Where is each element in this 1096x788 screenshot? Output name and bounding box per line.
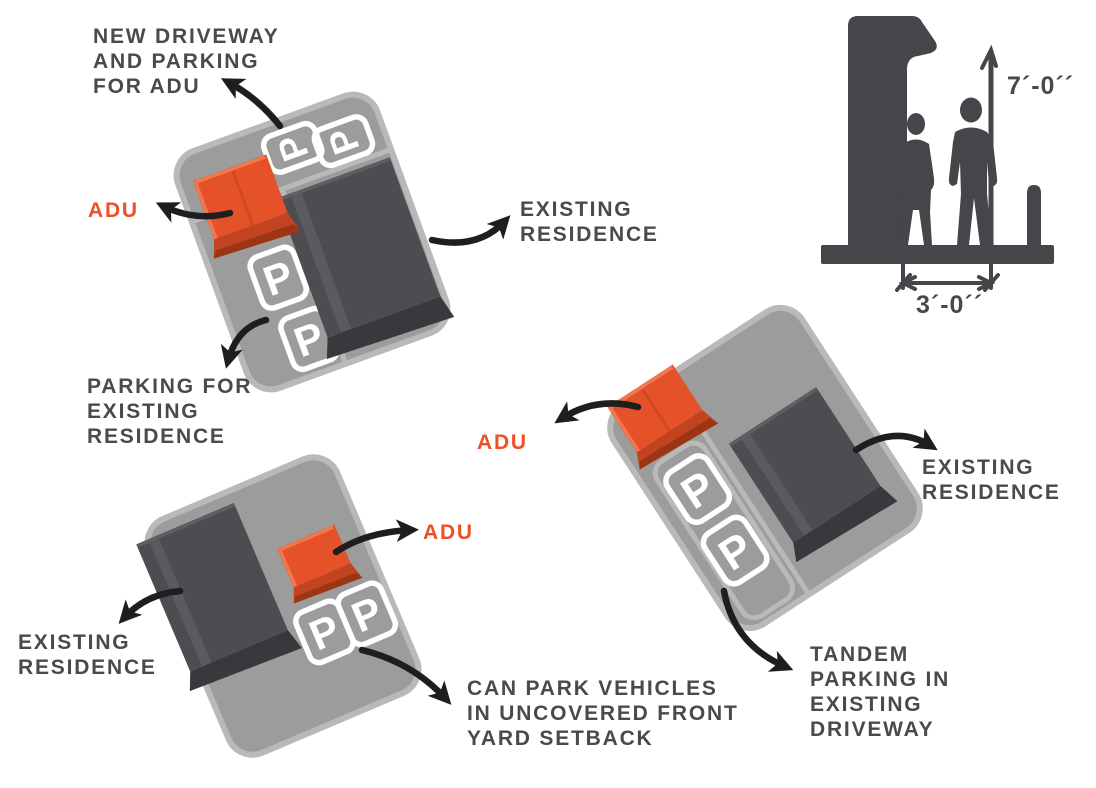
lot-new-driveway: P P P P (173, 91, 455, 393)
arrow-adu-bottom (332, 519, 419, 556)
residence-ridge-highlight (290, 189, 352, 333)
arrow-existing-residence-right (852, 428, 938, 454)
adu-lip-face (213, 224, 301, 259)
existing-residence-block (728, 387, 898, 563)
adu-edge-highlight (277, 525, 334, 588)
residence-front-face (793, 486, 898, 563)
bollard-post (1027, 185, 1041, 245)
existing-residence-block (136, 503, 302, 692)
label-adu-top-left: ADU (88, 199, 139, 222)
parking-badge-outline (311, 114, 376, 169)
adu-lip-face (639, 417, 719, 470)
label-can-park: CAN PARK VEHICLES IN UNCOVERED FRONT YAR… (467, 677, 739, 750)
label-existing-residence-right: EXISTING RESIDENCE (922, 456, 1061, 504)
adu-edge-highlight (607, 365, 674, 453)
label-adu-right: ADU (477, 431, 528, 454)
residence-top-edge-highlight (729, 387, 819, 447)
arrow-adu-right (554, 400, 642, 424)
residence-ridge-highlight (148, 535, 212, 667)
residence-front-face (189, 630, 302, 692)
label-width-clearance: 3´-0´´ (916, 291, 984, 319)
arrow-new-driveway (220, 78, 284, 130)
lot-tandem-driveway: P P (607, 304, 923, 632)
label-parking-existing: PARKING FOR EXISTING RESIDENCE (87, 375, 253, 448)
carport-structure (848, 16, 937, 252)
label-existing-residence-top: EXISTING RESIDENCE (520, 198, 659, 246)
label-height-clearance: 7´-0´´ (1007, 72, 1075, 100)
parking-badge: P (335, 580, 399, 648)
adu-block (607, 364, 719, 470)
arrow-can-park (358, 646, 452, 705)
parking-badge: P (663, 453, 733, 526)
driveway-lane-outline (652, 440, 796, 621)
residence-roof-face (276, 157, 441, 338)
adu-roof-face (277, 524, 351, 588)
residence-top-edge-highlight (136, 503, 236, 548)
residence-front-face (326, 296, 455, 359)
parking-badge-outline (663, 453, 733, 526)
parking-badge: P (247, 244, 309, 311)
height-dimension-arrowhead (980, 44, 998, 70)
residence-roof-face (136, 503, 288, 672)
parking-badge-outline (335, 580, 399, 648)
arrow-existing-residence-bottom (118, 587, 184, 624)
label-tandem: TANDEM PARKING IN EXISTING DRIVEWAY (810, 643, 951, 741)
width-dimension-arrowhead-left (895, 273, 917, 292)
ground-bar (821, 245, 1054, 264)
width-dimension-arrowhead-right (977, 273, 1000, 292)
adu-lip-face (293, 572, 363, 604)
residence-roof-face (728, 387, 881, 543)
lot-front-setback: P P (136, 454, 422, 758)
clearance-figure (821, 16, 1054, 292)
arrow-parking-existing (220, 316, 270, 369)
parking-badge-outline (247, 244, 309, 311)
parking-badge: P (700, 514, 770, 587)
adu-roof-fold-line (638, 384, 671, 432)
parking-badge-outline (700, 514, 770, 587)
parking-badge: P (311, 114, 376, 169)
residence-top-edge-highlight (277, 157, 391, 202)
existing-residence-block (276, 157, 455, 359)
arrow-adu-top-left (155, 202, 234, 223)
adu-edge-highlight (193, 155, 266, 240)
man-silhouette (948, 127, 998, 245)
arrow-existing-residence-top (428, 215, 511, 246)
man-silhouette-head (960, 97, 982, 123)
label-new-driveway: NEW DRIVEWAY AND PARKING FOR ADU (93, 25, 280, 98)
woman-silhouette-head (907, 113, 925, 135)
adu-roof-fold-line (230, 166, 255, 226)
adu-block (277, 524, 363, 604)
residence-ridge-highlight (739, 431, 813, 536)
label-existing-residence-bottom: EXISTING RESIDENCE (18, 631, 157, 679)
arrow-tandem (720, 587, 794, 672)
woman-silhouette (897, 139, 935, 245)
label-adu-bottom: ADU (423, 521, 474, 544)
